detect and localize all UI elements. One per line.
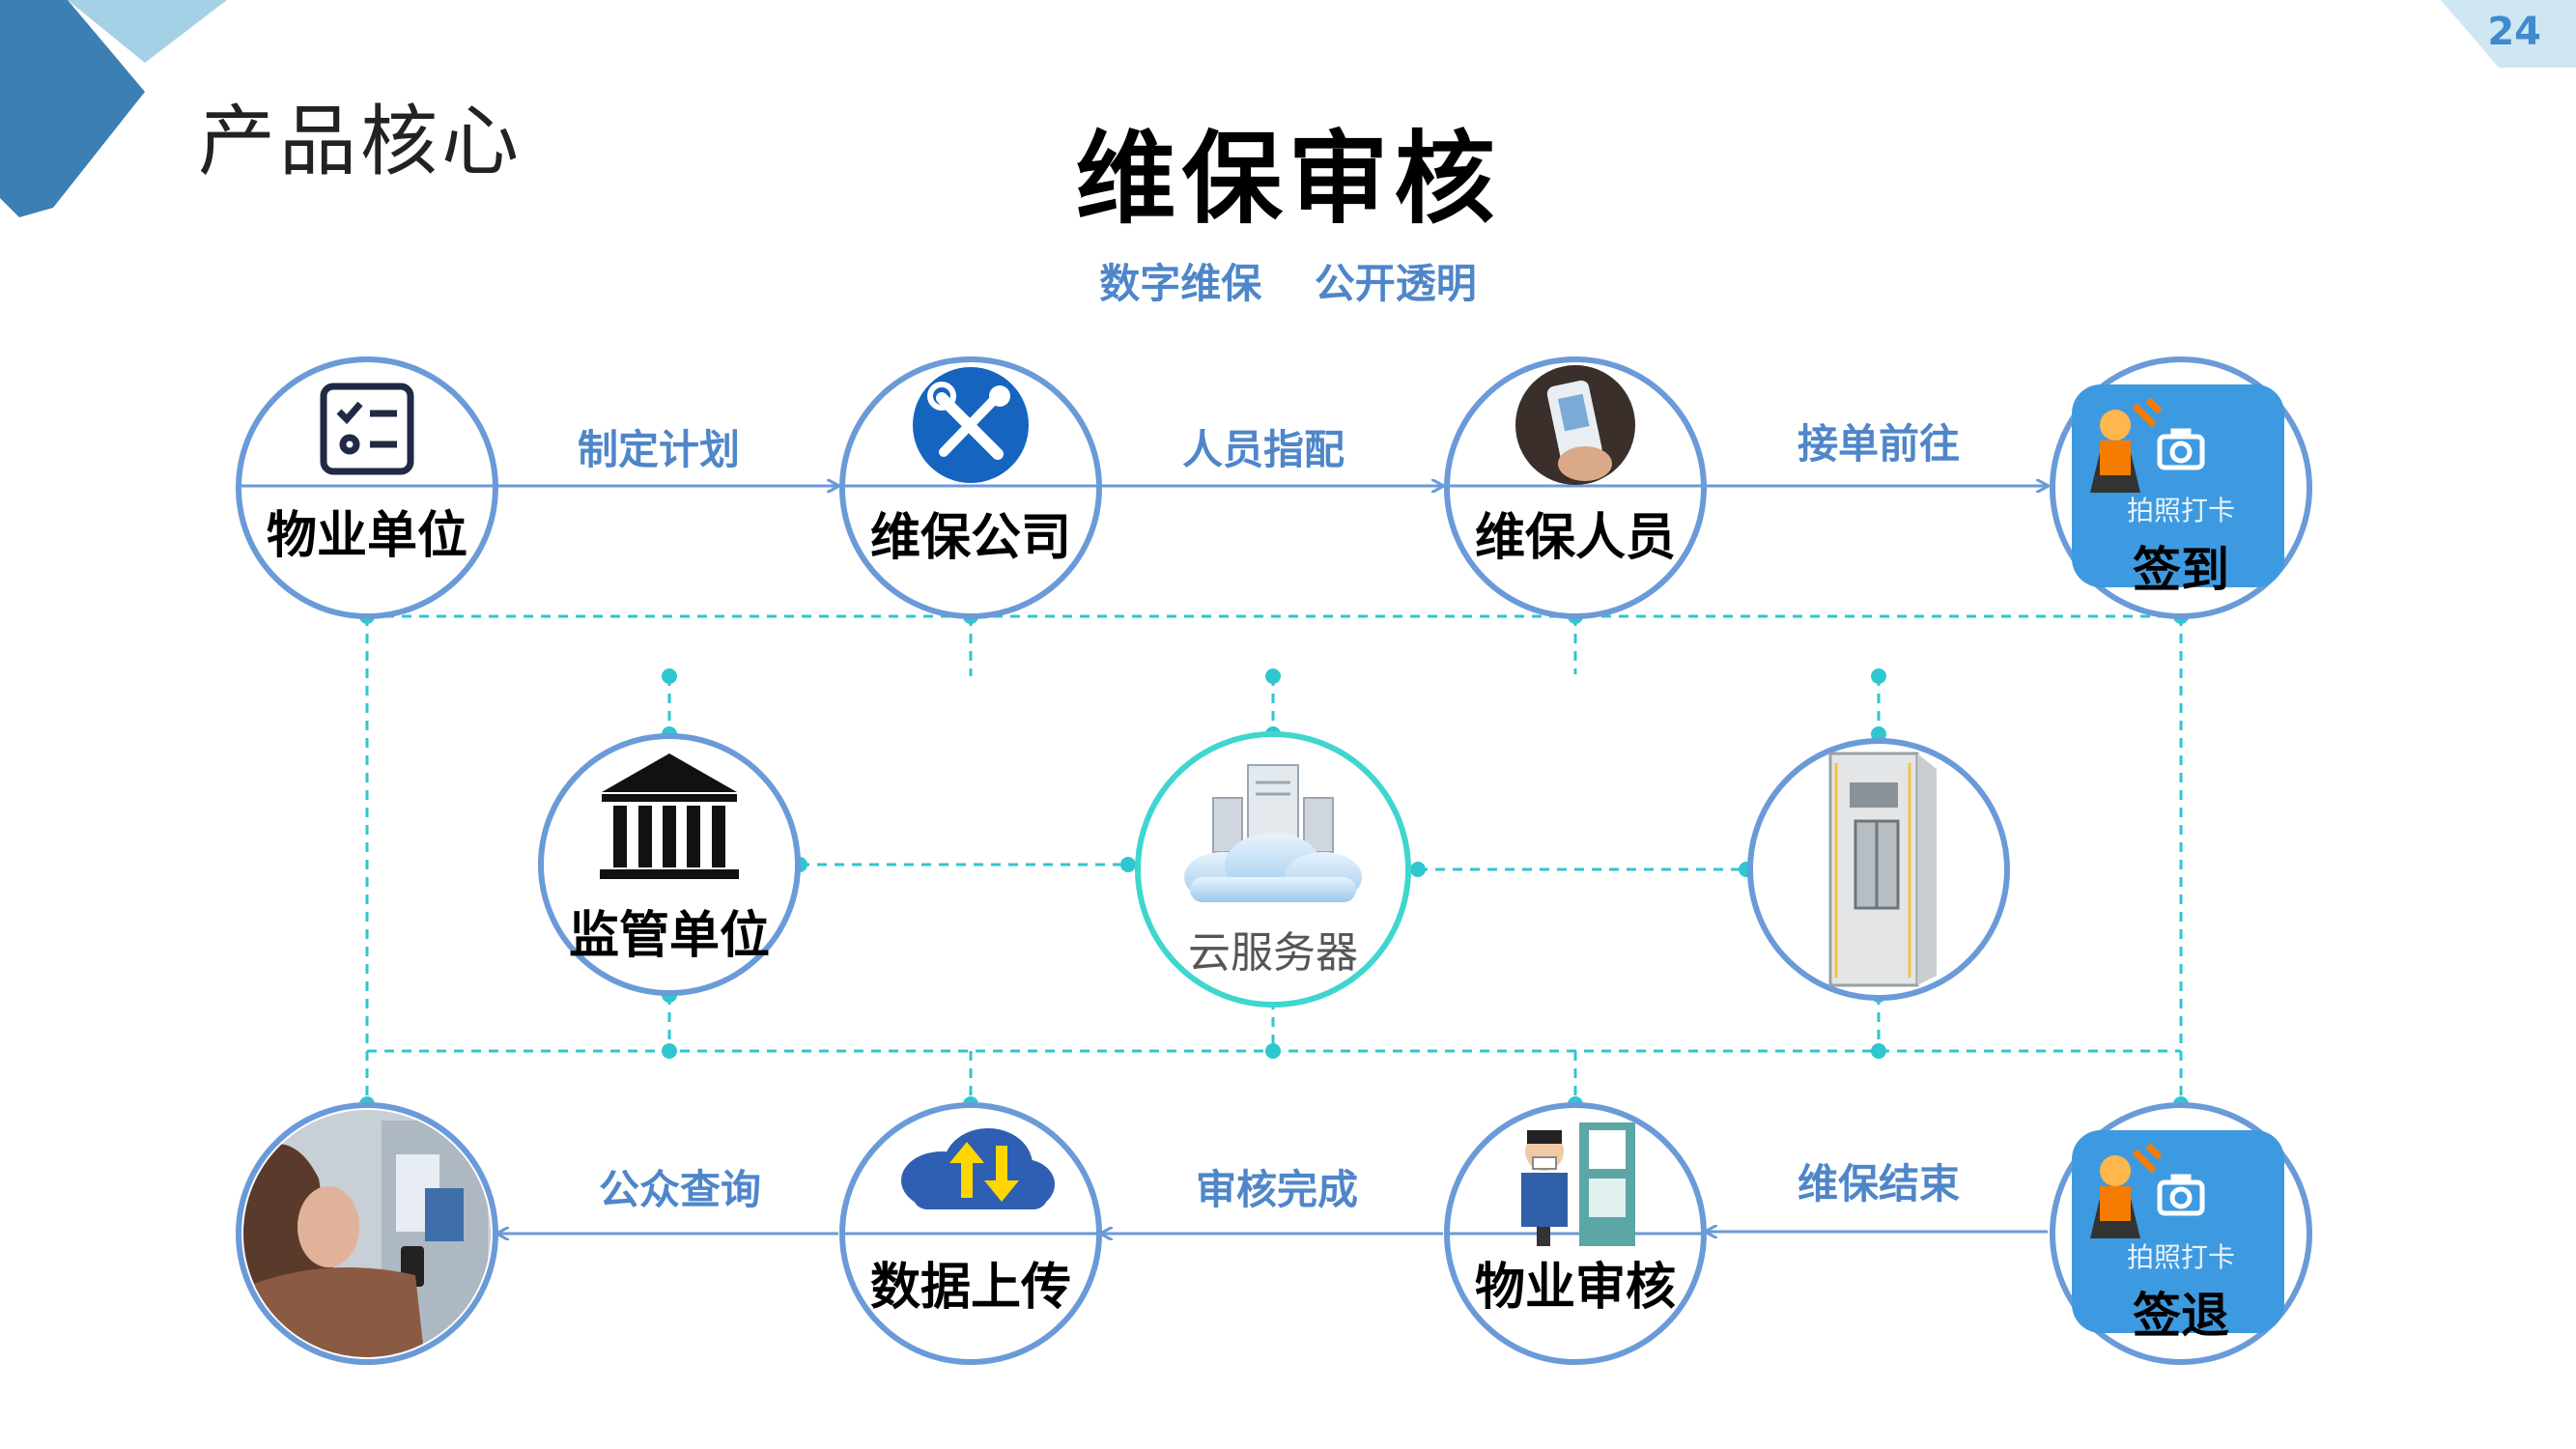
phone-photo-icon [1515, 365, 1635, 485]
corner-decoration [0, 0, 227, 217]
checklist-icon [320, 383, 414, 475]
elevator-shaft-icon [1828, 752, 1937, 987]
node-maintenance-company: 维保公司 [869, 509, 1071, 567]
node-maintenance-staff: 维保人员 [1474, 509, 1676, 567]
node-checkout: 签退 [2133, 1288, 2229, 1344]
edge-label-make-plan: 制定计划 [577, 426, 740, 473]
edge-label-assign-staff: 人员指配 [1181, 426, 1345, 473]
corner-page-tab [2441, 0, 2576, 68]
node-data-upload: 数据上传 [869, 1259, 1071, 1317]
edge-label-review-complete: 审核完成 [1195, 1166, 1358, 1213]
node-maintenance-staff-circle [1444, 356, 1707, 619]
edge-label-public-query: 公众查询 [598, 1166, 761, 1213]
government-building-icon [600, 753, 739, 879]
phone-photo-icon [243, 1110, 491, 1357]
node-maintenance-company-circle [839, 356, 1102, 619]
camera-icon [2157, 1174, 2205, 1216]
camera-icon [2157, 428, 2205, 470]
cloud-upload-icon [901, 1128, 1055, 1209]
server-cloud-icon [1184, 764, 1362, 902]
checkin-card-caption: 拍照打卡 [2126, 495, 2235, 526]
checkout-card-caption: 拍照打卡 [2126, 1241, 2235, 1273]
tools-icon [913, 367, 1029, 483]
node-property-unit-circle [236, 356, 498, 619]
subtitle: 数字维保 公开透明 [1099, 260, 1477, 307]
node-property-unit: 物业单位 [266, 507, 467, 565]
worker-icon [2090, 397, 2163, 493]
face-scan-icon [1521, 1122, 1635, 1246]
section-title: 产品核心 [198, 97, 523, 186]
page-number: 24 [2487, 10, 2541, 54]
flow-arrows [497, 486, 2048, 1234]
node-regulator: 监管单位 [568, 907, 770, 965]
edge-label-maintenance-end: 维保结束 [1797, 1160, 1960, 1208]
node-cloud-server: 云服务器 [1188, 928, 1358, 978]
node-property-review: 物业审核 [1474, 1259, 1676, 1317]
edge-label-accept-order: 接单前往 [1797, 420, 1960, 468]
page-title: 维保审核 [1075, 120, 1501, 238]
worker-icon [2090, 1143, 2163, 1238]
node-checkin: 签到 [2133, 542, 2229, 598]
